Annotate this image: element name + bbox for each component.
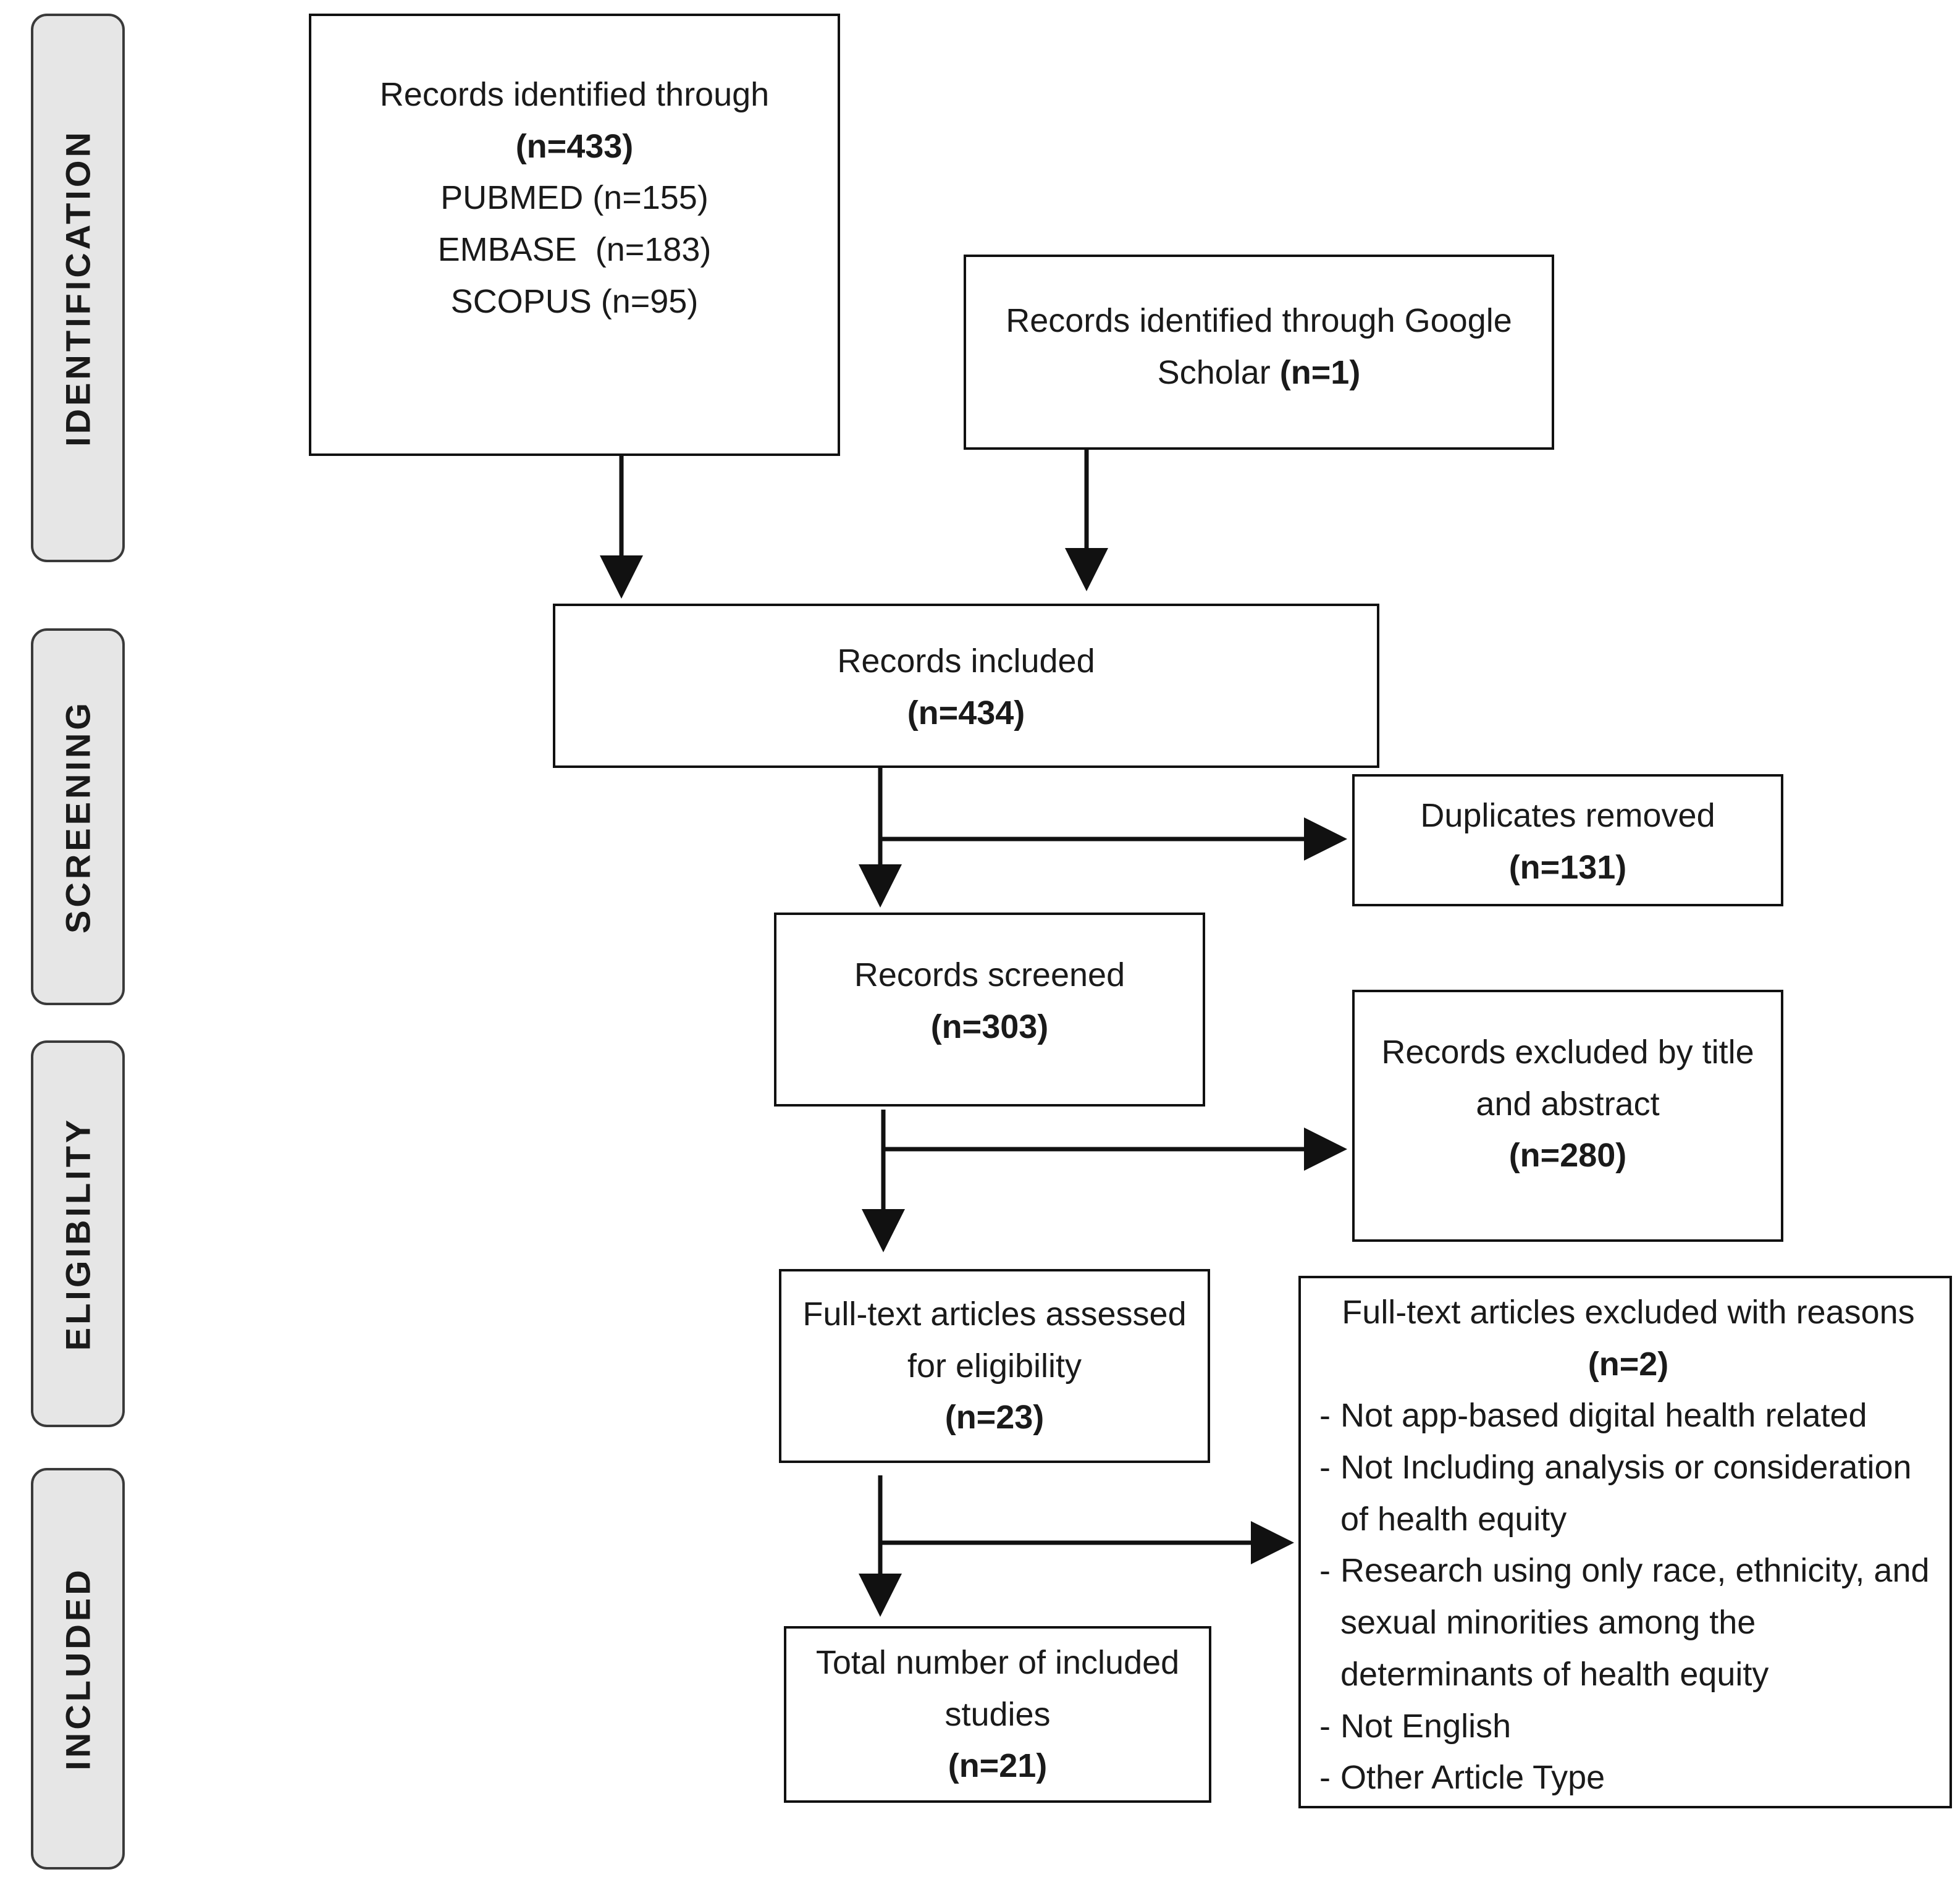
box-count: (n=131) <box>1508 848 1627 886</box>
source-embase: EMBASE (n=183) <box>437 231 712 269</box>
box-google-scholar-records: Records identified through Google Schola… <box>964 255 1554 450</box>
box-title: Total number of included <box>815 1644 1180 1681</box>
box-count: (n=433) <box>515 127 634 165</box>
box-title: Records screened <box>854 956 1125 993</box>
box-count: (n=280) <box>1508 1137 1627 1174</box>
exclusion-reasons-list: Not app-based digital health related Not… <box>1319 1390 1937 1804</box>
box-count: (n=21) <box>948 1747 1048 1785</box>
stage-label-eligibility: ELIGIBILITY <box>31 1040 125 1427</box>
box-count: (n=1) <box>1279 353 1361 391</box>
box-title-line2: and abstract <box>1476 1085 1660 1123</box>
box-excluded-title-abstract: Records excluded by title and abstract (… <box>1352 990 1783 1242</box>
exclusion-reason: Not app-based digital health related <box>1319 1390 1937 1442</box>
box-records-screened: Records screened (n=303) <box>774 913 1205 1107</box>
box-duplicates-removed: Duplicates removed (n=131) <box>1352 774 1783 906</box>
box-title: Records identified through <box>379 76 770 113</box>
exclusion-reason: Other Article Type <box>1319 1752 1937 1804</box>
box-count: (n=434) <box>907 694 1025 731</box>
box-records-included: Records included (n=434) <box>553 604 1379 768</box>
box-title-line2: for eligibility <box>907 1347 1082 1385</box>
box-title: Records included <box>837 643 1095 680</box>
box-database-records: Records identified through (n=433) PUBME… <box>309 14 840 456</box>
box-total-included: Total number of included studies (n=21) <box>784 1626 1211 1803</box>
box-title: Records identified through Google <box>1006 302 1512 339</box>
box-title: Full-text articles assessed <box>802 1296 1187 1333</box>
box-count: (n=23) <box>944 1399 1045 1436</box>
box-title-line2: studies <box>944 1695 1051 1733</box>
exclusion-reason: Not English <box>1319 1701 1937 1753</box>
box-title-line2: Scholar (n=1) <box>966 347 1552 399</box>
source-scopus: SCOPUS (n=95) <box>450 282 699 320</box>
exclusion-reason: Not Including analysis or consideration … <box>1319 1442 1937 1545</box>
stage-label-identification: IDENTIFICATION <box>31 14 125 562</box>
box-title: Full-text articles excluded with reasons <box>1342 1294 1915 1331</box>
box-count: (n=303) <box>930 1008 1049 1045</box>
box-title: Duplicates removed <box>1420 797 1715 834</box>
source-pubmed: PUBMED (n=155) <box>440 179 709 217</box>
exclusion-reason: Research using only race, ethnicity, and… <box>1319 1545 1937 1700</box>
stage-label-screening: SCREENING <box>31 628 125 1005</box>
box-title: Records excluded by title <box>1381 1034 1754 1071</box>
box-fulltext-assessed: Full-text articles assessed for eligibil… <box>779 1269 1210 1463</box>
box-fulltext-excluded: Full-text articles excluded with reasons… <box>1298 1276 1952 1808</box>
box-count: (n=2) <box>1588 1345 1669 1383</box>
box-title-word: Scholar <box>1157 353 1271 391</box>
stage-label-included: INCLUDED <box>31 1468 125 1870</box>
